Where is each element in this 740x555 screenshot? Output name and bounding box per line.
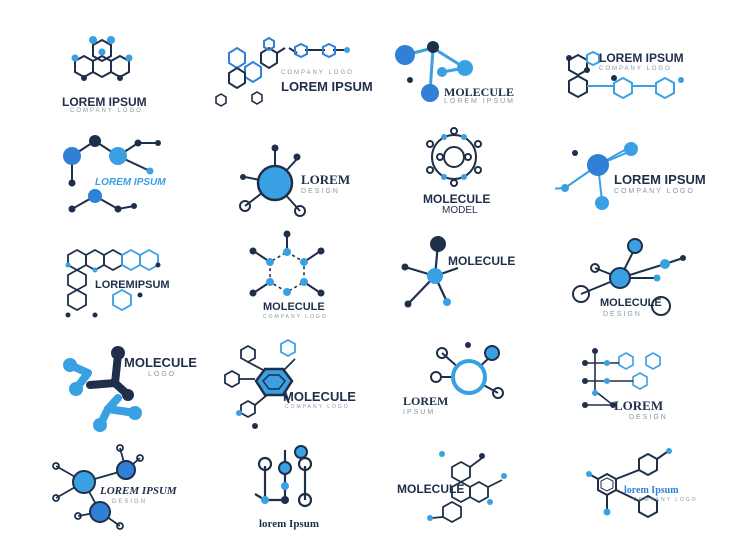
logo-3-subtitle: LOREM IPSUM [444,98,516,105]
logo-4: LOREM IPSUM COMPANY LOGO [555,0,740,111]
logo-7-subtitle: MODEL [442,205,478,216]
circle-network-icon [572,238,686,316]
hub-molecule-icon [239,144,306,217]
logo-6-title: LOREM [301,172,351,187]
logo-14-title: MOLECULE [283,389,356,404]
logo-1: LOREM IPSUM COMPANY LOGO [0,0,185,114]
network-molecule-icon [555,142,638,210]
bond-molecule-icon [63,346,142,432]
hexagon-stack-icon [427,451,507,524]
hexagon-node-icon [249,230,325,297]
loop-molecule-icon [254,445,313,508]
logo-10-subtitle: COMPANY LOGO [263,314,328,320]
logo-14-subtitle: COMPANY LOGO [285,404,350,410]
logo-2-subtitle: COMPANY LOGO [281,70,354,76]
logo-17-title: LOREM IPSUM [100,485,177,497]
logo-12: MOLECULE DESIGN [555,222,740,333]
logo-12-title: MOLECULE [600,297,662,309]
logo-4-subtitle: COMPANY LOGO [599,66,672,72]
logo-17: LOREM IPSUM DESIGN [0,444,185,555]
logo-13-title: MOLECULE [124,355,197,370]
branch-molecule-icon [63,135,161,213]
logo-8-title: LOREM IPSUM [614,172,706,187]
logo-17-subtitle: DESIGN [112,499,148,505]
logo-1-subtitle: COMPANY LOGO [70,108,143,114]
logo-18-title: lorem Ipsum [259,518,319,530]
logo-8-subtitle: COMPANY LOGO [614,188,695,195]
logo-5: LOREM IPSUM [0,111,185,222]
logo-6-subtitle: DESIGN [301,188,340,195]
logo-14: MOLECULE COMPANY LOGO [185,333,370,444]
ball-molecule-icon [395,41,473,102]
hexagon-lattice-icon [65,248,161,318]
logo-19-title: MOLECULE [397,482,465,496]
logo-20-title: lorem Ipsum [624,485,679,496]
logo-3: MOLECULE LOREM IPSUM [370,0,555,111]
logo-7: MOLECULE MODEL [370,111,555,222]
logo-11: MOLECULE [370,222,555,333]
logo-15: LOREM IPSUM [370,333,555,444]
logo-4-title: LOREM IPSUM [599,51,684,65]
logo-19: MOLECULE [370,444,555,555]
double-ring-molecule-icon [52,444,144,530]
logo-20: lorem Ipsum COMPANY LOGO [555,444,740,555]
logo-7-title: MOLECULE [423,192,491,206]
benzene-ring-icon [586,448,672,519]
logo-12-subtitle: DESIGN [603,311,642,318]
logo-15-subtitle: IPSUM [403,409,436,416]
center-hexagon-icon [224,338,296,429]
logo-1-title: LOREM IPSUM [62,95,147,109]
ring-node-icon [430,342,504,399]
logo-15-title: LOREM [403,394,449,408]
logo-16: LOREM DESIGN [555,333,740,444]
benzene-chain-icon [566,50,684,100]
hexagon-chain-icon [215,36,350,107]
ring-molecule-icon [426,127,482,187]
hexagon-cluster-icon [71,36,133,81]
logo-11-title: MOLECULE [448,254,516,268]
logo-2-title: LOREM IPSUM [281,79,373,94]
star-molecule-icon [401,236,459,308]
logo-16-subtitle: DESIGN [629,414,668,421]
logo-16-title: LOREM [614,398,664,413]
logo-18: lorem Ipsum [185,444,370,555]
logo-9: LOREMIPSUM [0,222,185,333]
dotted-lattice-icon [582,348,661,408]
logo-3-title: MOLECULE [444,85,515,99]
logo-8: LOREM IPSUM COMPANY LOGO [555,111,740,222]
logo-10-title: MOLECULE [263,301,325,313]
logo-5-title: LOREM IPSUM [95,177,166,188]
logo-13: MOLECULE LOGO [0,333,197,444]
logo-10: MOLECULE COMPANY LOGO [185,222,370,333]
logo-13-subtitle: LOGO [148,371,177,378]
logo-9-title: LOREMIPSUM [95,279,170,291]
logo-2: COMPANY LOGO LOREM IPSUM [185,0,373,111]
logo-6: LOREM DESIGN [185,111,370,222]
logo-20-subtitle: COMPANY LOGO [633,497,698,503]
